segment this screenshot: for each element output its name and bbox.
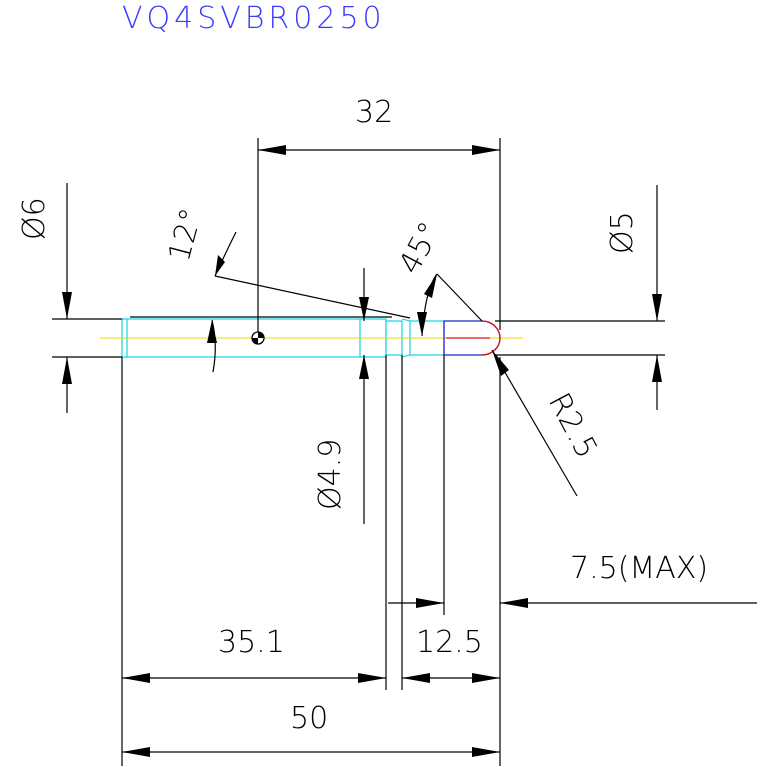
- dimension-tip-radius: R2.5: [491, 349, 604, 497]
- dimension-shank-length: 35.1: [122, 625, 386, 683]
- shank-diameter-label: Ø6: [17, 197, 52, 240]
- center-mark: [251, 331, 265, 345]
- dimension-overall-length: 50: [122, 701, 500, 757]
- center-distance-label: 32: [355, 95, 393, 130]
- dimension-chamfer-angle: 45°: [392, 216, 483, 337]
- dimension-taper-angle: 12°: [162, 205, 411, 373]
- shank-length-label: 35.1: [218, 625, 285, 660]
- dimension-center-distance: 32: [257, 95, 501, 332]
- tip-max-label: 7.5(MAX): [570, 551, 708, 586]
- dimension-shank-diameter: Ø6: [17, 183, 72, 413]
- chamfer-angle-label: 45°: [392, 216, 448, 279]
- ball-tip: [443, 320, 501, 356]
- overall-length-label: 50: [290, 701, 328, 736]
- tip-diameter-label: Ø5: [605, 211, 640, 254]
- part-number-title: VQ4SVBR0250: [122, 1, 386, 36]
- diameter-extension-lines: [52, 316, 665, 358]
- tip-length-label: 12.5: [416, 625, 483, 660]
- dimension-tip-length: 12.5: [402, 625, 500, 683]
- neck-diameter-label: Ø4.9: [313, 439, 348, 510]
- dimension-tip-max: 7.5(MAX): [388, 551, 757, 608]
- dimension-tip-diameter: Ø5: [605, 185, 662, 410]
- length-extension-lines: [121, 355, 501, 766]
- dimension-neck-diameter: Ø4.9: [313, 268, 369, 524]
- taper-angle-label: 12°: [162, 205, 210, 265]
- tip-radius-label: R2.5: [541, 387, 604, 464]
